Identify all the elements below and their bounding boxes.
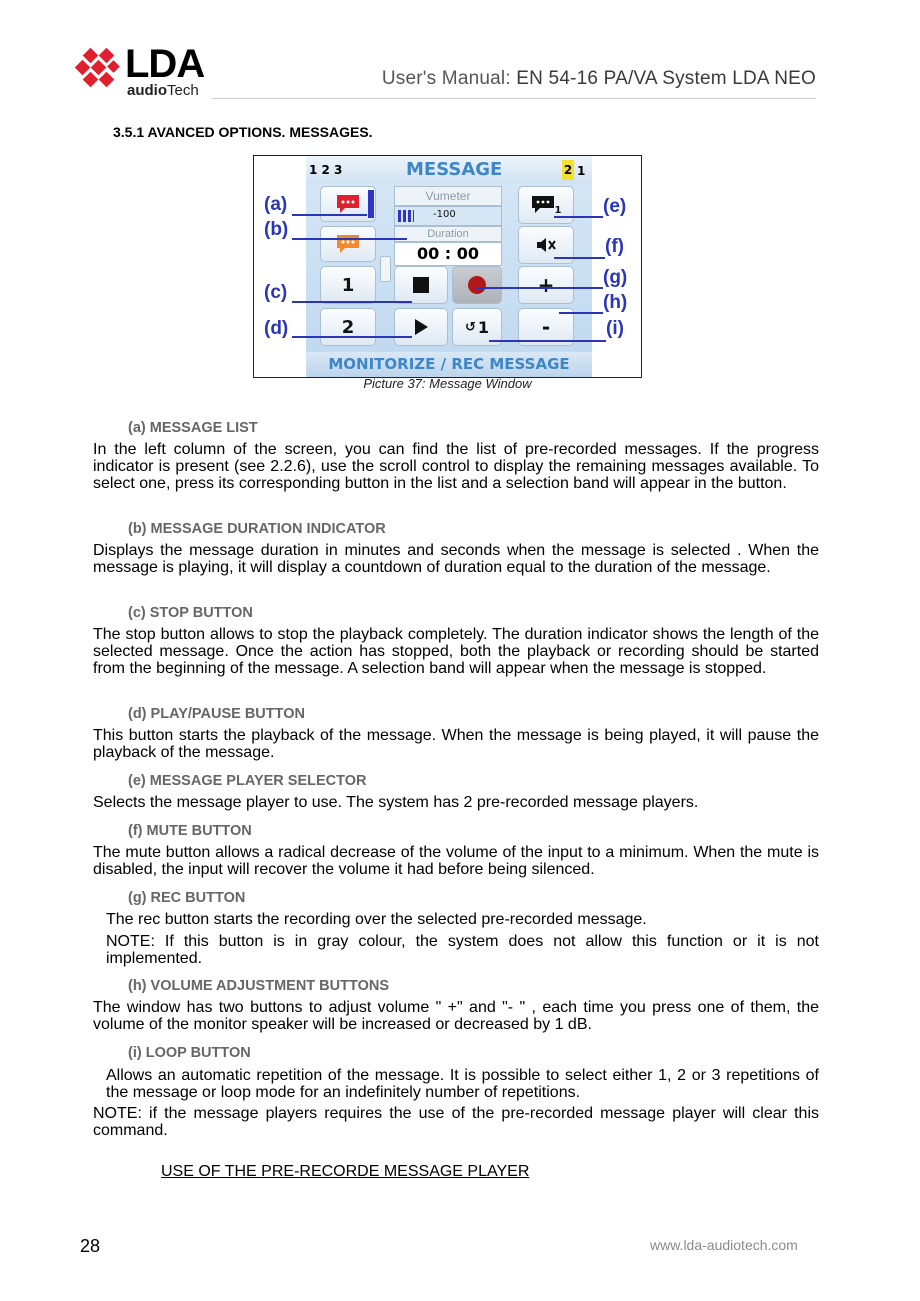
callout-line-i: [489, 340, 606, 342]
message-player-selector[interactable]: 1: [518, 186, 574, 224]
logo-main-text: LDA: [125, 42, 205, 86]
paragraph-loop-note: NOTE: if the message players requires th…: [93, 1105, 819, 1139]
callout-a: (a): [264, 194, 288, 215]
message-red-icon: [337, 195, 359, 213]
play-pause-button[interactable]: [394, 308, 448, 346]
left-indicator: 1 2 3: [309, 163, 343, 177]
figure-caption: Picture 37: Message Window: [363, 376, 532, 391]
mute-icon: [537, 238, 556, 252]
paragraph-mute-button: The mute button allows a radical decreas…: [93, 844, 819, 878]
duration-value: 00 : 00: [394, 242, 502, 266]
heading-duration-indicator: (b) MESSAGE DURATION INDICATOR: [128, 521, 386, 537]
paragraph-loop-button: Allows an automatic repetition of the me…: [106, 1067, 819, 1101]
message-window-figure: 1 2 3 MESSAGE 2 1 1 2 Vumeter -100: [253, 155, 642, 378]
callout-d: (d): [264, 318, 289, 339]
rec-button[interactable]: [452, 266, 502, 304]
callout-f: (f): [605, 236, 624, 257]
callout-line-a: [292, 214, 367, 216]
paragraph-message-list: In the left column of the screen, you ca…: [93, 441, 819, 492]
paragraph-player-selector: Selects the message player to use. The s…: [93, 794, 699, 811]
vumeter-value: -100: [433, 209, 456, 220]
subsection-title: USE OF THE PRE-RECORDE MESSAGE PLAYER: [161, 1163, 530, 1180]
callout-h: (h): [603, 292, 628, 313]
heading-mute-button: (f) MUTE BUTTON: [128, 823, 252, 839]
volume-down-button[interactable]: -: [518, 308, 574, 346]
paragraph-volume-buttons: The window has two buttons to adjust vol…: [93, 999, 819, 1033]
section-title: 3.5.1 AVANCED OPTIONS. MESSAGES.: [113, 124, 373, 140]
rec-icon: [468, 276, 486, 294]
loop-button[interactable]: ↺1: [452, 308, 502, 346]
callout-i: (i): [606, 318, 624, 339]
stop-icon: [413, 277, 429, 293]
vumeter-bar: -100: [394, 206, 502, 226]
heading-player-selector: (e) MESSAGE PLAYER SELECTOR: [128, 773, 367, 789]
message-button-orange[interactable]: [320, 226, 376, 262]
message-screen: 1 2 3 MESSAGE 2 1 1 2 Vumeter -100: [306, 156, 592, 377]
loop-icon: ↺: [464, 319, 476, 335]
player-indicator: 1: [577, 164, 586, 178]
callout-line-f: [554, 257, 605, 259]
volume-up-button[interactable]: +: [518, 266, 574, 304]
screen-title: MESSAGE: [406, 159, 503, 180]
callout-line-b: [292, 238, 407, 240]
message-player-icon: [531, 196, 554, 213]
vumeter-level: [398, 210, 414, 222]
message-button-red[interactable]: [320, 186, 376, 222]
heading-loop-button: (i) LOOP BUTTON: [128, 1045, 251, 1061]
paragraph-stop-button: The stop button allows to stop the playb…: [93, 626, 819, 677]
heading-volume-buttons: (h) VOLUME ADJUSTMENT BUTTONS: [128, 978, 389, 994]
paragraph-rec-button: The rec button starts the recording over…: [106, 911, 647, 928]
monitorize-rec-bar[interactable]: MONITORIZE / REC MESSAGE: [306, 352, 592, 377]
player-indicator-active: 2: [562, 160, 574, 180]
heading-message-list: (a) MESSAGE LIST: [128, 420, 258, 436]
duration-label: Duration: [394, 226, 502, 242]
player-sub: 1: [554, 204, 562, 216]
stop-button[interactable]: [394, 266, 448, 304]
manual-title: User's Manual: EN 54-16 PA/VA System LDA…: [381, 68, 816, 89]
callout-b: (b): [264, 219, 289, 240]
loop-value: 1: [477, 317, 490, 337]
callout-line-g: [476, 287, 603, 289]
selection-band: [368, 190, 374, 218]
heading-rec-button: (g) REC BUTTON: [128, 890, 246, 906]
play-icon: [415, 319, 428, 335]
callout-line-h: [559, 312, 603, 314]
callout-line-d: [292, 336, 412, 338]
logo-sub-text: audioTech: [127, 82, 199, 99]
message-orange-icon: [337, 235, 359, 253]
page-number: 28: [80, 1236, 101, 1256]
callout-line-c: [292, 301, 412, 303]
scroll-control[interactable]: [380, 256, 391, 282]
vumeter-label: Vumeter: [394, 186, 502, 206]
company-logo: LDA audioTech: [74, 42, 225, 100]
message-button-1[interactable]: 1: [320, 266, 376, 304]
header-divider: [212, 98, 816, 99]
callout-line-e: [554, 216, 603, 218]
callout-c: (c): [264, 282, 288, 303]
paragraph-rec-note: NOTE: If this button is in gray colour, …: [106, 933, 819, 967]
website-url[interactable]: www.lda-audiotech.com: [650, 1237, 798, 1253]
paragraph-duration-indicator: Displays the message duration in minutes…: [93, 542, 819, 576]
message-button-2[interactable]: 2: [320, 308, 376, 346]
heading-play-pause: (d) PLAY/PAUSE BUTTON: [128, 706, 305, 722]
paragraph-play-pause: This button starts the playback of the m…: [93, 727, 819, 761]
heading-stop-button: (c) STOP BUTTON: [128, 605, 253, 621]
callout-e: (e): [603, 196, 627, 217]
callout-g: (g): [603, 267, 628, 288]
screen-title-bar: 1 2 3 MESSAGE 2 1: [306, 156, 592, 184]
lda-diamonds-icon: [74, 47, 120, 88]
